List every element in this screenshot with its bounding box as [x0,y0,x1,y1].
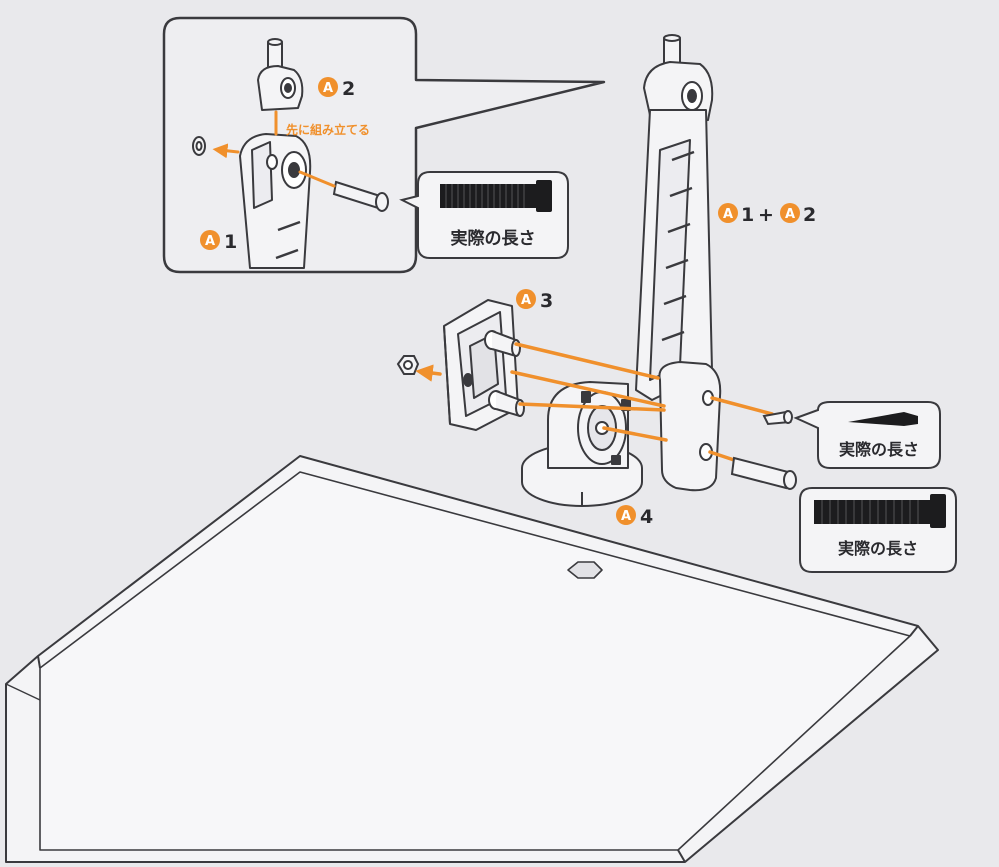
part-a3-bracket [443,299,525,431]
svg-text:A: A [785,207,795,222]
arm-a1-a2-assembled [635,34,722,492]
short-screw [762,410,793,426]
badge-icon [200,230,220,250]
svg-text:2: 2 [342,78,355,100]
svg-text:3: 3 [540,290,553,312]
callout-a4: A 4 [616,505,653,528]
badge-icon [780,203,800,223]
part-a4-swivel-joint [521,381,643,507]
svg-text:A: A [621,509,631,524]
note-actual-size-3: 実際の長さ [838,539,918,558]
note-actual-size-2: 実際の長さ [839,440,919,459]
actual-size-box-1 [399,171,569,259]
inset-part-a1 [239,133,312,269]
svg-text:1: 1 [224,231,237,253]
nut-left [396,355,420,375]
actual-size-box-2 [793,401,941,469]
callout-a1: A 1 [200,230,237,253]
assembly-guide-lines [415,342,774,462]
badge-icon [318,77,338,97]
svg-text:+: + [758,204,774,226]
svg-text:A: A [723,207,733,222]
long-screw [730,456,797,490]
inset-part-a2 [257,38,304,111]
svg-text:A: A [205,234,215,249]
callout-a3: A 3 [516,289,553,312]
badge-icon [718,203,738,223]
inset-nut [192,136,206,156]
badge-icon [516,289,536,309]
svg-text:A: A [521,293,531,308]
base-socket-hole [567,561,603,579]
svg-text:4: 4 [640,506,653,528]
base-plate [5,455,939,863]
callout-a1-plus-a2: A 1 + A 2 [718,203,816,226]
detail-inset-box [162,16,606,274]
note-assemble-first: 先に組み立てる [286,122,370,137]
callout-a2: A 2 [318,77,355,100]
badge-icon [616,505,636,525]
svg-text:2: 2 [803,204,816,226]
actual-size-box-3 [799,487,957,573]
note-actual-size-1: 実際の長さ [451,228,536,249]
inset-screw [332,180,389,212]
svg-text:A: A [323,81,333,96]
svg-text:1: 1 [741,204,754,226]
